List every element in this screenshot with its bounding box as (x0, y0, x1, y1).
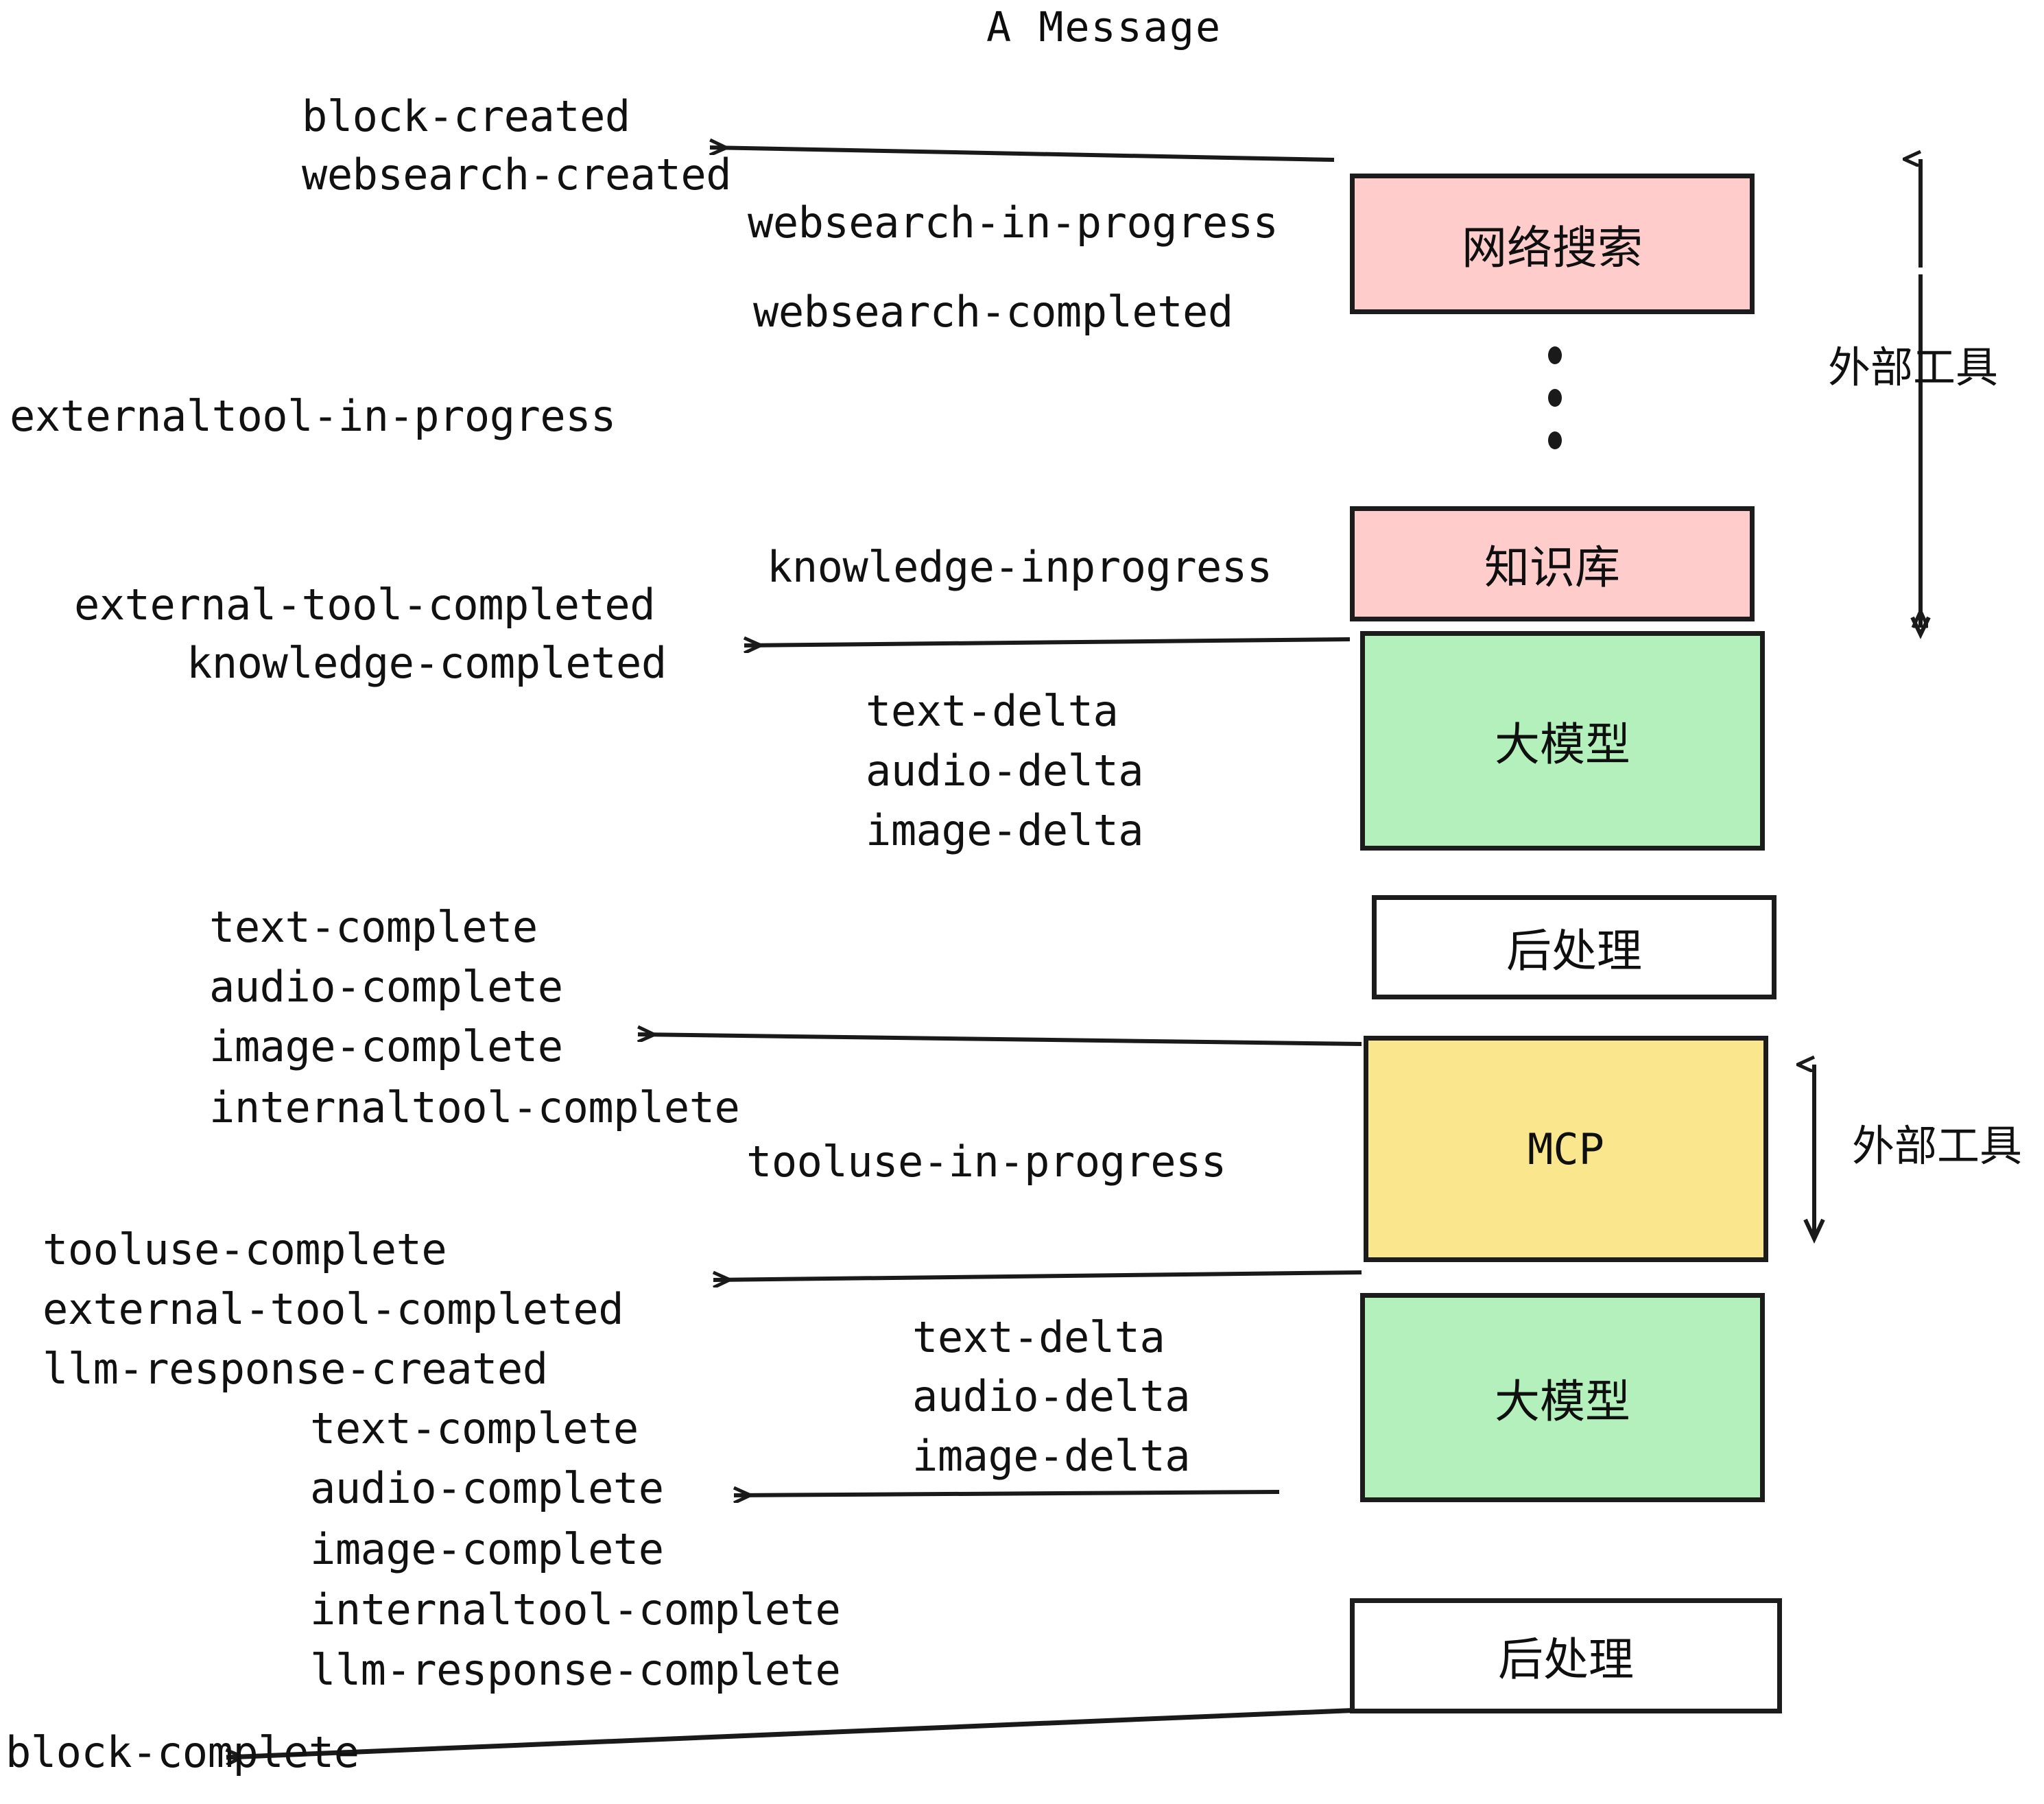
arrow-mcp-to-tooluse-complete (713, 1270, 1362, 1280)
event-tooluse-in-progress: tooluse-in-progress (746, 1137, 1226, 1187)
event-websearch-created: websearch-created (302, 150, 732, 200)
event-audio-complete-2: audio-complete (310, 1463, 664, 1513)
event-text-complete-2: text-complete (310, 1403, 639, 1453)
event-image-delta-2: image-delta (912, 1431, 1191, 1481)
event-websearch-in-progress: websearch-in-progress (748, 198, 1279, 248)
side-label-external-tool-bottom: 外部工具 (1852, 1121, 2023, 1171)
event-external-tool-completed-2: external-tool-completed (43, 1284, 624, 1334)
event-text-delta-1: text-delta (866, 686, 1119, 736)
event-knowledge-completed: knowledge-completed (187, 638, 667, 688)
event-llm-response-created: llm-response-created (43, 1344, 548, 1394)
event-image-complete-2: image-complete (310, 1524, 664, 1574)
event-audio-delta-1: audio-delta (866, 746, 1144, 796)
node-knowledge-base-label: 知识库 (1484, 541, 1620, 594)
node-llm-top-label: 大模型 (1495, 718, 1630, 771)
event-externaltool-in-progress: externaltool-in-progress (10, 391, 616, 441)
node-postprocess-bottom[interactable]: 后处理 (1350, 1598, 1782, 1713)
arrowhead-external-tool-bottom-down (1803, 1218, 1825, 1244)
event-image-delta-1: image-delta (866, 805, 1144, 855)
node-mcp[interactable]: MCP (1364, 1036, 1768, 1262)
arrowhead-external-tool-top-down (1910, 616, 1931, 639)
arrow-post-to-block-complete (226, 1707, 1362, 1757)
side-label-external-tool-top: 外部工具 (1828, 342, 1999, 392)
event-text-delta-2: text-delta (912, 1312, 1165, 1362)
node-postprocess-top-label: 后处理 (1506, 925, 1642, 977)
node-postprocess-bottom-label: 后处理 (1498, 1633, 1634, 1686)
arrow-websearch-to-created (710, 147, 1335, 162)
vertical-ellipsis-icon (1547, 346, 1563, 449)
event-external-tool-completed-1: external-tool-completed (74, 580, 656, 630)
event-tooluse-complete: tooluse-complete (43, 1224, 447, 1274)
event-websearch-completed: websearch-completed (753, 287, 1233, 337)
node-llm-top[interactable]: 大模型 (1360, 631, 1765, 851)
event-llm-response-complete: llm-response-complete (310, 1645, 841, 1695)
event-text-complete-1: text-complete (209, 902, 538, 952)
event-knowledge-inprogress: knowledge-inprogress (767, 542, 1272, 592)
node-llm-bottom[interactable]: 大模型 (1360, 1293, 1765, 1502)
node-postprocess-top[interactable]: 后处理 (1372, 895, 1776, 999)
page-title: A Message (986, 3, 1222, 51)
event-block-complete: block-complete (5, 1727, 359, 1777)
arrow-knowledge-to-completed (744, 639, 1351, 645)
node-llm-bottom-label: 大模型 (1495, 1375, 1630, 1428)
event-audio-complete-1: audio-complete (209, 962, 563, 1012)
event-internaltool-complete-2: internaltool-complete (310, 1585, 841, 1635)
node-knowledge-base[interactable]: 知识库 (1350, 506, 1755, 621)
arrow-llm-to-audio-complete (734, 1492, 1280, 1495)
event-block-created: block-created (302, 91, 630, 141)
node-websearch[interactable]: 网络搜索 (1350, 174, 1755, 314)
event-audio-delta-2: audio-delta (912, 1371, 1191, 1421)
node-websearch-label: 网络搜索 (1462, 221, 1643, 274)
arrow-post-to-image-complete (638, 1034, 1362, 1046)
node-mcp-label: MCP (1528, 1124, 1604, 1174)
event-image-complete-1: image-complete (209, 1021, 563, 1071)
event-internaltool-complete-1: internaltool-complete (209, 1082, 740, 1132)
